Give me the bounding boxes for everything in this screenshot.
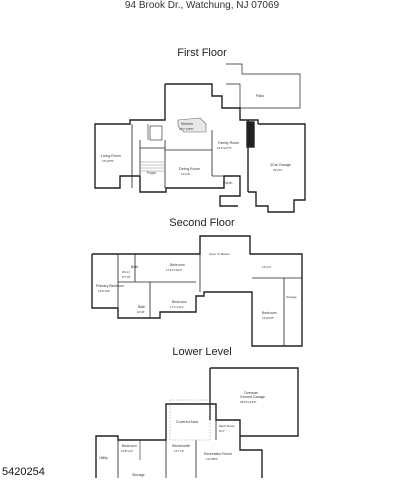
room-living: Living Room [101,154,121,158]
room-kitchen: Kitchen [181,122,193,126]
room-garage: 3Car Garage [270,163,291,167]
room-storage2: Storage [286,295,297,299]
stairs-first [141,161,164,172]
room-family: Family Room [218,141,239,145]
room-storage-lower: Storage [132,473,145,477]
kitchen-island [177,117,207,133]
room-oversize-dim: 36'10"x23'8" [240,400,256,404]
room-bath2-dim: 10'x8' [137,310,145,314]
lower-level-walls [95,367,299,478]
room-oversize: Oversize [244,391,258,395]
room-recreation: Recreation Room [204,452,232,456]
room-open-below: Open To Below [209,252,230,256]
room-bedroom2: Bedroom [172,300,187,304]
room-utility: Utility [99,456,108,460]
room-bath1: Bath [131,265,138,269]
room-mech-dim: 8'x7' [219,429,225,433]
room-primary: Primary Bedroom [96,284,124,288]
room-recreation-dim: 19'x38'5" [206,457,218,461]
room-dining: Dining Room [179,167,200,171]
room-foyer: Foyer [147,171,157,175]
room-wic: WI-Cl [122,270,130,274]
room-oversize-2: Ground Garage [240,395,265,399]
room-primary-dim: 13'6"x26' [98,289,110,293]
room-small-dim: 11'x14' [262,265,272,269]
room-mech: Mech Room [219,424,236,428]
room-bedroom-lower-dim: 13'8"x10' [121,449,133,453]
room-wic-dim: 9'7"x5' [122,275,131,279]
first-floor-title: First Floor [177,47,227,59]
address: 94 Brook Dr., Watchung, NJ 07069 [124,0,280,11]
room-porch: Porch [223,181,232,185]
room-bedroom-lower: Bedroom [122,444,137,448]
room-living-dim: 15'x25'5" [102,159,114,163]
second-floor-title: Second Floor [169,217,235,229]
listing-id: 5420254 [2,466,45,478]
first-floor-walls [94,63,306,213]
room-patio: Patio [256,94,264,98]
room-covered: Covered Area [176,420,198,424]
room-bath2: Bath [138,305,145,309]
second-floor-walls [91,235,303,347]
room-bedroom2-dim: 17'1"x11'1" [170,305,185,309]
room-kitchen-dim: 19'7"x28'8" [179,127,194,131]
room-bedroom1-dim: 17'10"x10'0" [166,268,182,272]
room-bedroom1: Bedroom [170,263,185,267]
room-bedroom3: Bedroom [262,311,277,315]
room-garage-dim: 33'x24' [273,168,283,172]
room-bedroom3-dim: 14'x20'8" [262,316,274,320]
room-dining-dim: 11'x16' [181,172,191,176]
room-family-dim: 13'4"x27'5" [217,146,232,150]
room-kitchenette: Kitchenette [172,444,190,448]
lower-level-title: Lower Level [172,346,232,358]
covered-area-outline [169,399,211,441]
room-kitchenette-dim: 11'7"x6' [174,449,185,453]
